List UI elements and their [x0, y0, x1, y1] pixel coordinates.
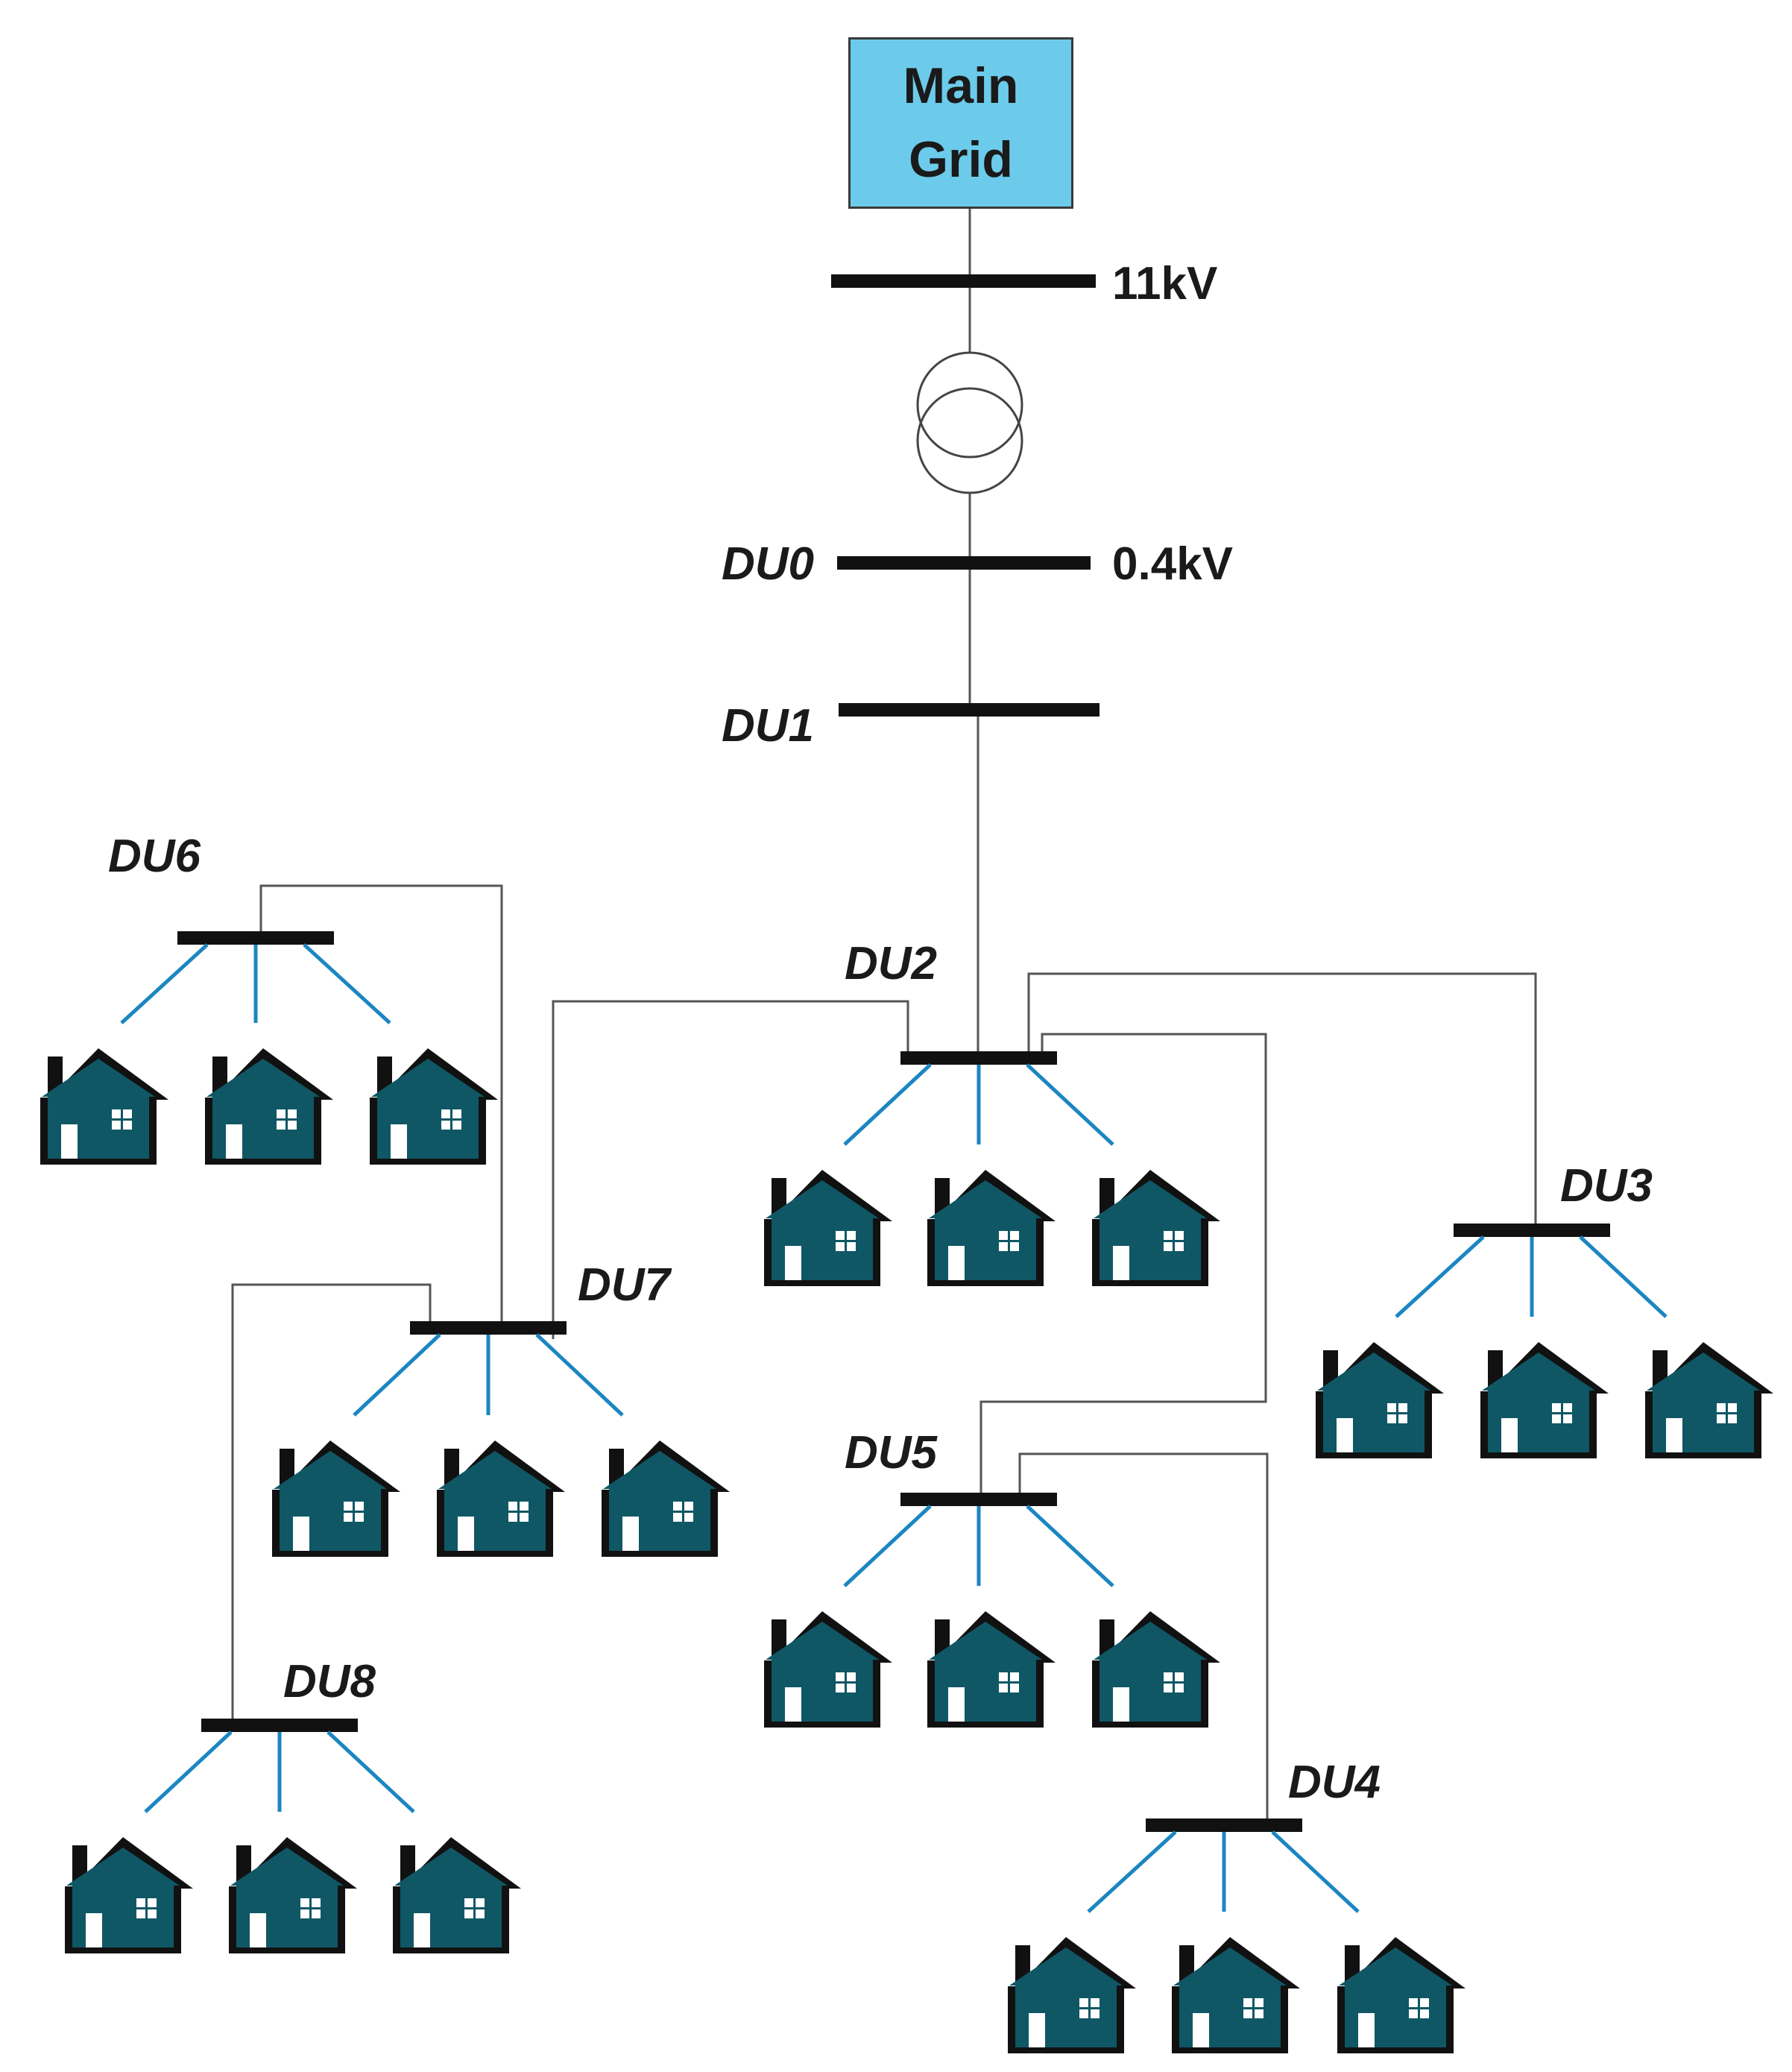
- main-grid-label-line2: Grid: [909, 131, 1013, 188]
- house-icon: [1082, 1170, 1220, 1286]
- house-cluster-du3: [1305, 1235, 1773, 1458]
- house-icon: [754, 1170, 892, 1286]
- bus-du3: [1454, 1224, 1610, 1237]
- house-icon: [754, 1611, 892, 1728]
- house-icon: [262, 1440, 400, 1557]
- bus-du6: [177, 931, 334, 945]
- house-cluster-du8: [54, 1731, 521, 1953]
- bus-du2: [900, 1051, 1057, 1065]
- feeder-lines: [231, 884, 1537, 1825]
- house-icon: [917, 1611, 1056, 1728]
- main-grid-label-line1: Main: [903, 57, 1019, 115]
- house-cluster-du2: [754, 1063, 1220, 1286]
- house-icon: [1082, 1611, 1220, 1728]
- transformer-icon: [916, 351, 1023, 494]
- voltage-label-lv: 0.4kV: [1112, 538, 1234, 590]
- bus-label-du6: DU6: [108, 831, 201, 882]
- house-cluster-du6: [30, 943, 498, 1165]
- bus-11kv: [831, 274, 1096, 288]
- house-icon: [997, 1937, 1136, 2053]
- house-icon: [1327, 1937, 1466, 2053]
- house-icon: [1305, 1342, 1444, 1458]
- house-icon: [1161, 1937, 1300, 2053]
- house-icon: [54, 1837, 193, 1953]
- bus-label-du0: DU0: [722, 538, 815, 590]
- house-icon: [218, 1837, 357, 1953]
- bus-du1: [839, 703, 1100, 717]
- bus-label-du8: DU8: [283, 1656, 376, 1707]
- bus-label-du7: DU7: [578, 1259, 671, 1311]
- house-icon: [426, 1440, 565, 1557]
- house-icon: [382, 1837, 521, 1953]
- bus-du5: [900, 1493, 1057, 1506]
- house-cluster-du7: [262, 1333, 730, 1557]
- main-trunk: [968, 209, 979, 1059]
- house-icon: [1470, 1342, 1609, 1458]
- house-icon: [195, 1048, 333, 1165]
- bus-du4: [1146, 1818, 1302, 1832]
- bus-du8: [201, 1719, 358, 1732]
- bus-bars: [177, 274, 1610, 1832]
- bus-label-du5: DU5: [845, 1427, 938, 1479]
- house-icon: [1635, 1342, 1773, 1458]
- house-icon: [591, 1440, 730, 1557]
- house-icon: [917, 1170, 1056, 1286]
- bus-label-du3: DU3: [1560, 1160, 1653, 1212]
- voltage-label-hv: 11kV: [1112, 258, 1218, 309]
- bus-label-du2: DU2: [845, 938, 938, 989]
- house-cluster-du5: [754, 1505, 1220, 1728]
- bus-label-du4: DU4: [1288, 1757, 1381, 1808]
- main-grid-box: Main Grid: [848, 37, 1073, 209]
- bus-du0: [837, 556, 1091, 570]
- house-icon: [30, 1048, 168, 1165]
- house-cluster-du4: [997, 1830, 1466, 2053]
- bus-du7: [410, 1321, 567, 1335]
- house-icon: [359, 1048, 498, 1165]
- bus-label-du1: DU1: [722, 700, 815, 752]
